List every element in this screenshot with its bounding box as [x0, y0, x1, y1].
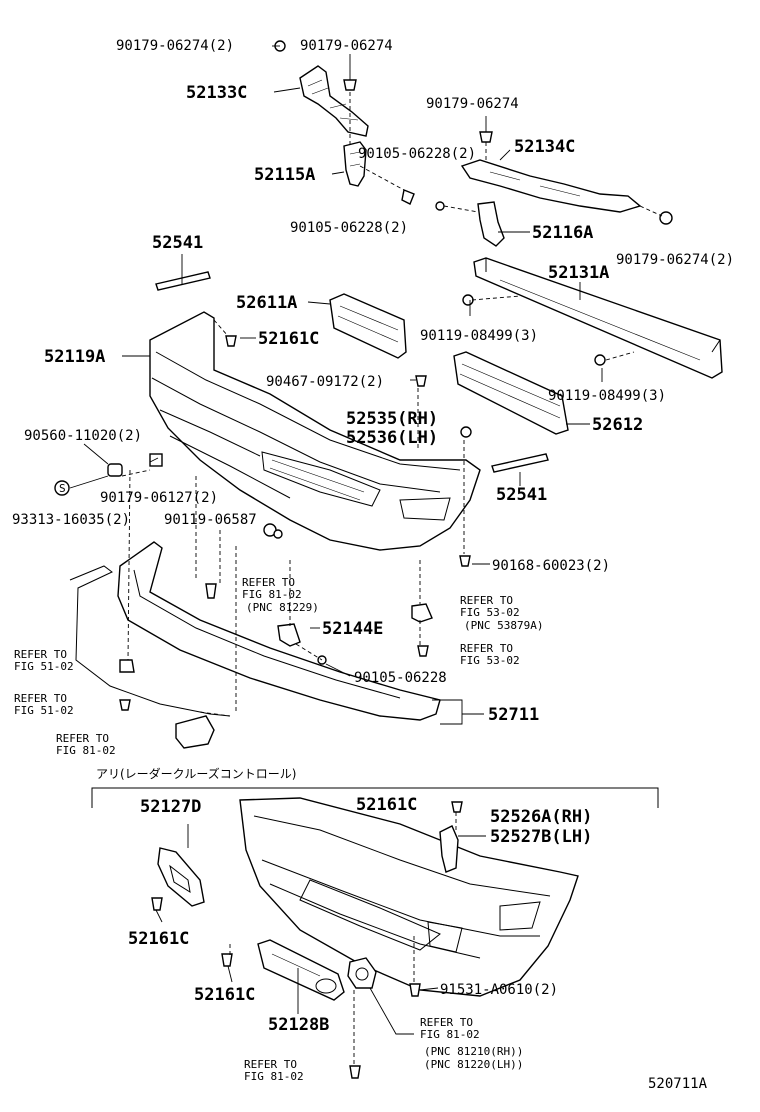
label-p16: 52119A: [44, 347, 105, 367]
label-p29: 90105-06228: [354, 670, 447, 686]
label-r3a: REFER TO: [460, 642, 513, 655]
absorber-52611a: [329, 293, 407, 359]
label-r5a: REFER TO: [14, 692, 67, 705]
label-p3: 52133C: [186, 83, 247, 103]
label-p5: 52115A: [254, 165, 315, 185]
label-p22: 90560-11020(2): [24, 428, 142, 444]
label-p33: 52526A(RH): [490, 807, 592, 827]
label-p21: 52612: [592, 415, 643, 435]
variant-leaders: [155, 812, 486, 1066]
label-p32: 52161C: [356, 795, 417, 815]
label-r8a: REFER TO: [244, 1058, 297, 1071]
label-p1: 90179-06274(2): [116, 38, 234, 54]
label-r4a: REFER TO: [14, 648, 67, 661]
label-s-marker: S: [59, 482, 66, 495]
s-marker: [54, 480, 70, 496]
figure-id: 520711A: [648, 1076, 708, 1092]
label-p25: 93313-16035(2): [12, 512, 130, 528]
label-p8: 90105-06228(2): [290, 220, 408, 236]
bracket-52116a: [477, 201, 505, 247]
label-r3b: FIG 53-02: [460, 654, 520, 667]
label-p35: 52161C: [128, 929, 189, 949]
label-p6: 90105-06228(2): [358, 146, 476, 162]
label-p15: 90119-08499(3): [420, 328, 538, 344]
label-p20: 52536(LH): [346, 428, 438, 448]
label-r1c: (PNC 81229): [246, 601, 319, 614]
label-r6b: FIG 81-02: [56, 744, 116, 757]
label-p10: 52541: [152, 233, 203, 253]
label-r7d: (PNC 81220(LH)): [424, 1058, 523, 1071]
radar-sensor: [347, 957, 377, 989]
label-p38: 52128B: [268, 1015, 329, 1035]
label-p23: 52541: [496, 485, 547, 505]
label-p2: 90179-06274: [300, 38, 393, 54]
cover-52128b: [257, 939, 345, 1001]
cover-52127d: [157, 847, 205, 907]
label-r1b: FIG 81-02: [242, 588, 302, 601]
bumper-cover-52119a: [149, 311, 481, 551]
label-r2c: (PNC 53879A): [464, 619, 543, 632]
label-r8b: FIG 81-02: [244, 1070, 304, 1083]
bracket-52115a: [343, 141, 367, 187]
label-r7b: FIG 81-02: [420, 1028, 480, 1041]
label-r7a: REFER TO: [420, 1016, 473, 1029]
strip-52541-right: [491, 453, 549, 473]
fog-lamp-cover: [175, 715, 215, 749]
label-p14: 52161C: [258, 329, 319, 349]
label-p26: 90119-06587: [164, 512, 257, 528]
label-p18: 90467-09172(2): [266, 374, 384, 390]
absorber-52612: [453, 351, 569, 435]
label-p12: 52131A: [548, 263, 609, 283]
bracket-52526a: [439, 825, 459, 873]
label-p37: 91531-A0610(2): [440, 982, 558, 998]
label-p17: 90119-08499(3): [548, 388, 666, 404]
label-p7: 52134C: [514, 137, 575, 157]
label-p24: 90179-06127(2): [100, 490, 218, 506]
variant-bracket: [91, 787, 659, 808]
label-r7c: (PNC 81210(RH)): [424, 1045, 523, 1058]
label-p27: 90168-60023(2): [492, 558, 610, 574]
label-p36: 52161C: [194, 985, 255, 1005]
variant-bumper: [239, 797, 579, 997]
labels: 90179-06274(2) 90179-06274 52133C 90179-…: [12, 38, 734, 1092]
label-variant: アリ(レーダークルーズコントロール): [96, 766, 296, 781]
reinforcement-52131a: [473, 257, 723, 379]
label-r5b: FIG 51-02: [14, 704, 74, 717]
label-r6a: REFER TO: [56, 732, 109, 745]
label-p31: 52127D: [140, 797, 201, 817]
label-p13: 52611A: [236, 293, 297, 313]
strip-52541-left: [155, 271, 211, 291]
upper-retainer-52133c: [299, 65, 369, 137]
lower-spoiler-52711: [69, 541, 441, 721]
leader-lines: [69, 45, 603, 725]
fasteners: [107, 40, 673, 711]
label-p34: 52527B(LH): [490, 827, 592, 847]
label-p19: 52535(RH): [346, 409, 438, 429]
label-r2a: REFER TO: [460, 594, 513, 607]
label-r2b: FIG 53-02: [460, 606, 520, 619]
label-p11: 90179-06274(2): [616, 252, 734, 268]
label-r4b: FIG 51-02: [14, 660, 74, 673]
label-p30: 52711: [488, 705, 539, 725]
assembly-dashes: [121, 92, 663, 717]
label-p4: 90179-06274: [426, 96, 519, 112]
label-p28: 52144E: [322, 619, 383, 639]
variant-fasteners: [151, 801, 463, 1079]
label-r1a: REFER TO: [242, 576, 295, 589]
label-p9: 52116A: [532, 223, 593, 243]
